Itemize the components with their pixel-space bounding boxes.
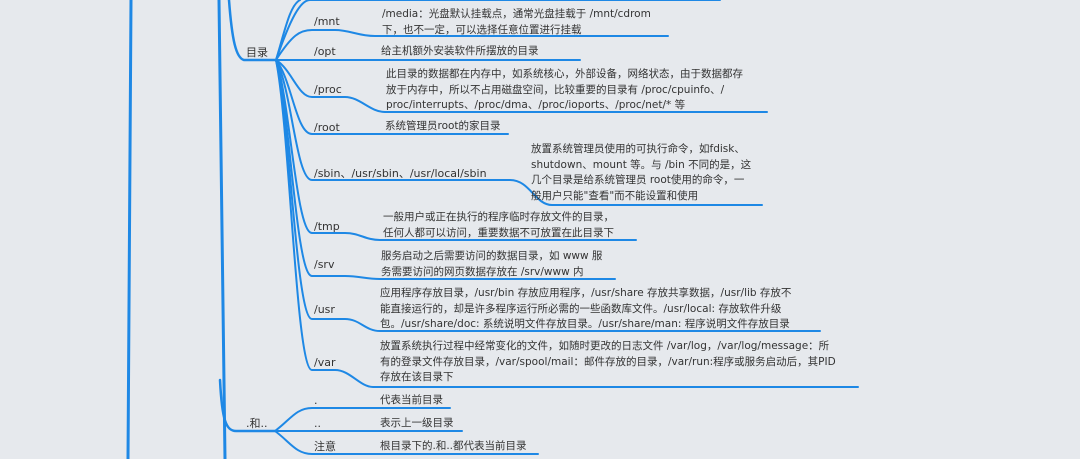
desc-line: 放于内存中，所以不占用磁盘空间，比较重要的目录有 /proc/cpuinfo、/: [386, 83, 725, 96]
node-srv[interactable]: /srv: [314, 258, 335, 271]
node-mnt[interactable]: /mnt: [314, 15, 340, 28]
desc-var: 放置系统执行过程中经常变化的文件，如随时更改的日志文件 /var/log，/va…: [380, 339, 836, 386]
node-note[interactable]: 注意: [314, 440, 336, 453]
desc-opt: 给主机额外安装软件所摆放的目录: [381, 44, 539, 60]
desc-line: 包。/usr/share/doc: 系统说明文件存放目录。/usr/share/…: [380, 318, 790, 330]
desc-line: 应用程序存放目录，/usr/bin 存放应用程序，/usr/share 存放共享…: [380, 287, 792, 299]
node-proc[interactable]: /proc: [314, 83, 342, 96]
node-root[interactable]: /root: [314, 121, 340, 134]
node-usr[interactable]: /usr: [314, 303, 335, 316]
desc-line: 下，也不一定，可以选择任意位置进行挂载: [382, 23, 582, 36]
desc-dotdot: 表示上一级目录: [380, 417, 454, 429]
desc-line: 给主机额外安装软件所摆放的目录: [381, 45, 539, 57]
group-label-dir: 目录: [246, 46, 268, 59]
desc-line: 能直接运行的，却是许多程序运行所必需的一些函数库文件。/usr/local: 存…: [380, 302, 782, 315]
desc-line: 放置系统管理员使用的可执行命令，如fdisk、: [531, 143, 745, 155]
desc-srv: 服务启动之后需要访问的数据目录，如 www 服 务需要访问的网页数据存放在 /s…: [381, 249, 602, 280]
desc-line: proc/interrupts、/proc/dma、/proc/ioports、…: [386, 99, 686, 111]
node-sbin[interactable]: /sbin、/usr/sbin、/usr/local/sbin: [314, 167, 487, 180]
desc-dot: 代表当前目录: [380, 394, 443, 406]
node-tmp[interactable]: /tmp: [314, 220, 340, 233]
desc-note: 根目录下的.和..都代表当前目录: [380, 440, 527, 452]
desc-line: 服务启动之后需要访问的数据目录，如 www 服: [381, 250, 603, 262]
desc-line: 此目录的数据都在内存中，如系统核心，外部设备，网络状态，由于数据都存: [386, 68, 743, 80]
desc-line: 务需要访问的网页数据存放在 /srv/www 内: [381, 265, 584, 278]
desc-line: 放置系统执行过程中经常变化的文件，如随时更改的日志文件 /var/log，/va…: [380, 340, 830, 352]
desc-line: 任何人都可以访问，重要数据不可放置在此目录下: [383, 226, 614, 239]
branch-dots: [218, 378, 277, 433]
dots-fan: [274, 407, 539, 455]
desc-mnt: /media：光盘默认挂载点，通常光盘挂载于 /mnt/cdrom 下，也不一定…: [382, 7, 651, 38]
desc-line: 般用户只能"查看"而不能设置和使用: [531, 189, 699, 202]
desc-line: 存放在该目录下: [380, 371, 454, 383]
node-opt[interactable]: /opt: [314, 45, 336, 58]
trunk-line-2: [217, 0, 227, 459]
group-label-dots: .和..: [246, 417, 268, 430]
desc-line: /media：光盘默认挂载点，通常光盘挂载于 /mnt/cdrom: [382, 8, 651, 20]
desc-line: 有的登录文件存放目录，/var/spool/mail：邮件存放的目录，/var/…: [380, 355, 836, 368]
node-dotdot[interactable]: ..: [314, 417, 321, 430]
trunk-line-1: [126, 0, 133, 459]
desc-line: 一般用户或正在执行的程序临时存放文件的目录，: [383, 211, 614, 223]
desc-proc: 此目录的数据都在内存中，如系统核心，外部设备，网络状态，由于数据都存 放于内存中…: [386, 67, 743, 114]
desc-sbin: 放置系统管理员使用的可执行命令，如fdisk、 shutdown、mount 等…: [531, 142, 751, 204]
dir-fan: [275, 0, 859, 388]
desc-line: 几个目录是给系统管理员 root使用的命令，一: [531, 174, 745, 186]
desc-usr: 应用程序存放目录，/usr/bin 存放应用程序，/usr/share 存放共享…: [380, 286, 791, 333]
desc-root: 系统管理员root的家目录: [385, 119, 501, 135]
desc-line: 系统管理员root的家目录: [385, 120, 501, 132]
desc-line: shutdown、mount 等。与 /bin 不同的是，这: [531, 158, 752, 171]
node-var[interactable]: /var: [314, 356, 336, 369]
branch-dir: [227, 0, 278, 62]
node-dot[interactable]: .: [314, 394, 318, 407]
desc-tmp: 一般用户或正在执行的程序临时存放文件的目录， 任何人都可以访问，重要数据不可放置…: [383, 210, 614, 241]
